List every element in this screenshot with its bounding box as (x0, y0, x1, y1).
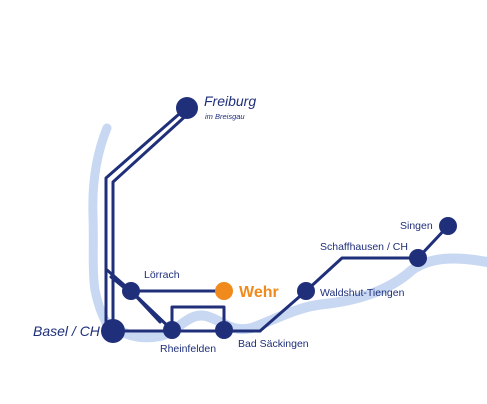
label-freiburg: Freiburg (204, 93, 256, 109)
line-badsaeckingen-singen (258, 224, 450, 333)
river-main-course (101, 253, 487, 343)
stations (101, 97, 457, 343)
station-rheinfelden-marker[interactable] (163, 321, 181, 339)
river-rhine (88, 123, 487, 343)
station-freiburg-marker[interactable] (176, 97, 198, 119)
line-freiburg-basel-track-a (104, 106, 188, 332)
station-waldshut-marker[interactable] (297, 282, 315, 300)
label-freiburg-sub: im Breisgau (205, 112, 245, 121)
station-labels: Freiburg im Breisgau Lörrach Wehr Basel … (33, 93, 433, 355)
label-badsaeckingen: Bad Säckingen (238, 338, 309, 350)
label-waldshut: Waldshut-Tiengen (320, 287, 405, 299)
label-basel: Basel / CH (33, 323, 101, 339)
line-rheinfelden-loop (170, 305, 226, 332)
label-singen: Singen (400, 220, 433, 232)
station-schaffhausen-marker[interactable] (409, 249, 427, 267)
line-freiburg-basel-track-b (111, 110, 192, 332)
station-wehr-marker[interactable] (215, 282, 233, 300)
label-schaffhausen: Schaffhausen / CH (320, 241, 408, 253)
river-north-branch (88, 123, 112, 327)
station-basel-marker[interactable] (101, 319, 125, 343)
label-loerrach: Lörrach (144, 269, 180, 281)
label-rheinfelden: Rheinfelden (160, 343, 216, 355)
station-singen-marker[interactable] (439, 217, 457, 235)
label-wehr: Wehr (239, 284, 279, 301)
station-loerrach-marker[interactable] (122, 282, 140, 300)
station-badsaeckingen-marker[interactable] (215, 321, 233, 339)
